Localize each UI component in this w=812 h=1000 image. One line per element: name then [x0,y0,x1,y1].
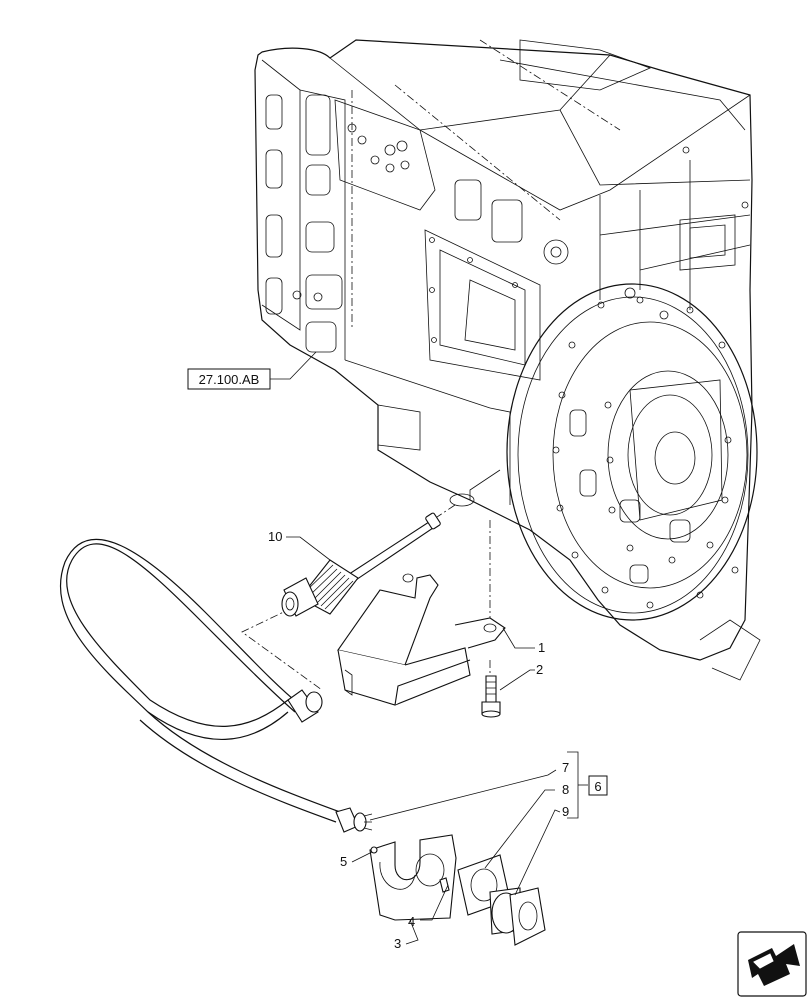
callout-10: 10 [268,529,282,544]
connector-cap [489,887,546,946]
callout-3: 3 [394,936,401,951]
reference-label-text: 27.100.AB [199,372,260,387]
callout-7: 7 [562,760,569,775]
wiring-harness [59,538,373,833]
bracket [337,573,506,706]
callout-2: 2 [536,662,543,677]
callout-4: 4 [408,914,415,929]
callout-9: 9 [562,804,569,819]
sensor-threads [304,564,354,610]
leader-lines [286,536,561,945]
reference-label-group[interactable]: 27.100.AB [187,351,317,390]
callout-1: 1 [538,640,545,655]
callout-5: 5 [340,854,347,869]
callout-8: 8 [562,782,569,797]
transmission-housing [254,39,761,681]
next-view-arrow-icon[interactable] [737,931,807,997]
bolt [481,675,501,718]
kit-reference[interactable]: 6 [588,775,608,796]
kit-bracket [567,751,588,819]
callout-numbers: 10 1 2 7 8 9 5 4 3 [268,529,569,951]
mounting-plate [369,834,457,921]
callout-6-box[interactable] [588,775,608,796]
speed-sensor [281,512,441,617]
callout-6: 6 [594,779,601,794]
